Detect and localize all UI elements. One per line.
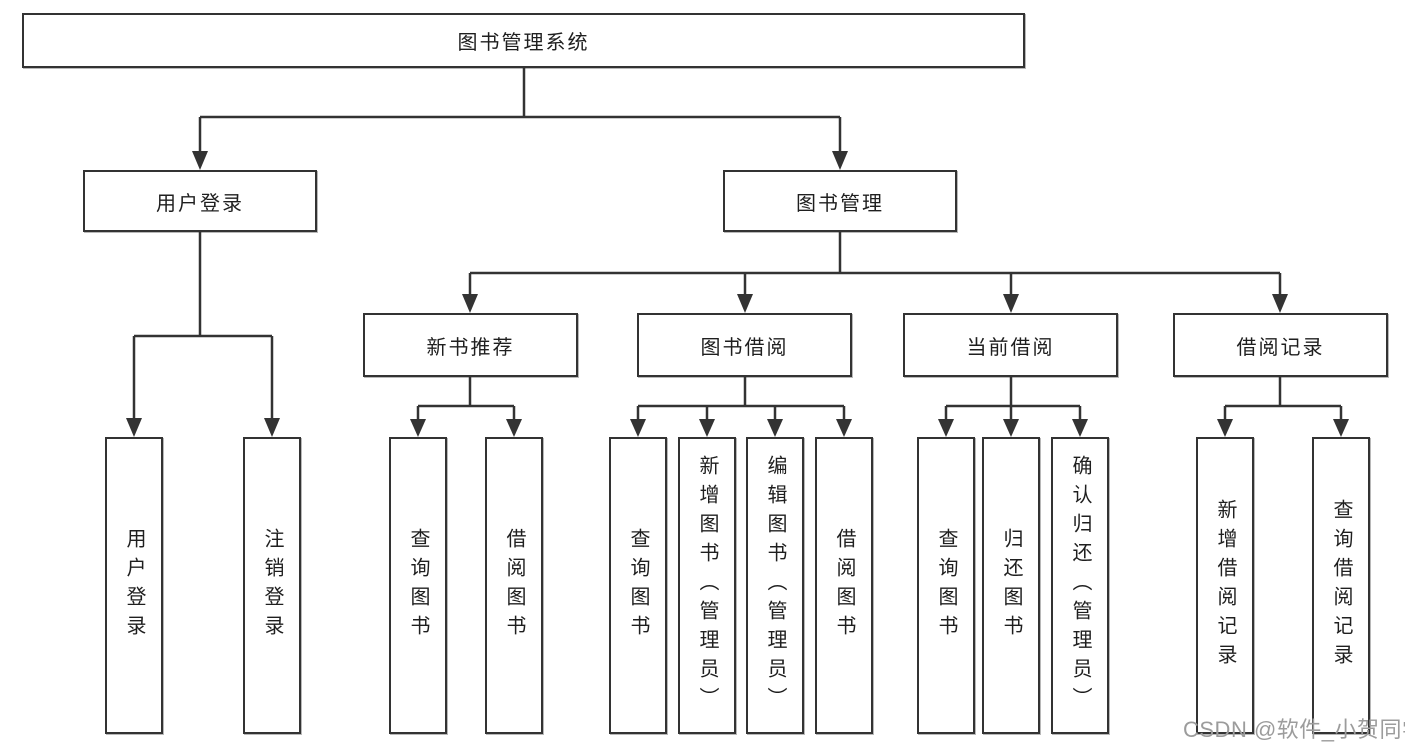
- leaf-confirm-return-admin-label: 确认归还（管理员）: [1069, 455, 1091, 716]
- leaf-query-books-1: 查询图书: [389, 437, 447, 734]
- leaf-return-books: 归还图书: [982, 437, 1040, 734]
- leaf-query-books-1-label: 查询图书: [407, 527, 429, 644]
- node-book-management: 图书管理: [723, 170, 957, 232]
- leaf-edit-books-admin: 编辑图书（管理员）: [746, 437, 804, 734]
- node-root-system: 图书管理系统: [22, 13, 1025, 68]
- leaf-logout: 注销登录: [243, 437, 301, 734]
- node-book-borrow-label: 图书借阅: [700, 336, 789, 359]
- leaf-confirm-return-admin: 确认归还（管理员）: [1051, 437, 1109, 734]
- node-current-borrow: 当前借阅: [903, 313, 1118, 377]
- leaf-query-books-3: 查询图书: [917, 437, 975, 734]
- node-current-borrow-label: 当前借阅: [966, 336, 1055, 359]
- leaf-return-books-label: 归还图书: [1000, 527, 1022, 644]
- leaf-edit-books-admin-label: 编辑图书（管理员）: [764, 455, 786, 716]
- leaf-add-borrow-record: 新增借阅记录: [1196, 437, 1254, 734]
- node-user-login: 用户登录: [83, 170, 317, 232]
- node-borrow-records: 借阅记录: [1173, 313, 1388, 377]
- leaf-user-login: 用户登录: [105, 437, 163, 734]
- node-book-borrow: 图书借阅: [637, 313, 852, 377]
- leaf-user-login-label: 用户登录: [123, 527, 145, 644]
- leaf-add-borrow-record-label: 新增借阅记录: [1214, 498, 1236, 673]
- leaf-borrow-books-2: 借阅图书: [815, 437, 873, 734]
- leaf-query-books-3-label: 查询图书: [935, 527, 957, 644]
- leaf-borrow-books-1-label: 借阅图书: [503, 527, 525, 644]
- node-root-system-label: 图书管理系统: [457, 32, 590, 54]
- leaf-query-books-2-label: 查询图书: [627, 527, 649, 644]
- leaf-borrow-books-1: 借阅图书: [485, 437, 543, 734]
- leaf-query-borrow-record-label: 查询借阅记录: [1330, 498, 1352, 673]
- node-user-login-label: 用户登录: [156, 192, 244, 215]
- node-new-book-recommend-label: 新书推荐: [426, 336, 515, 359]
- node-borrow-records-label: 借阅记录: [1236, 336, 1325, 359]
- node-book-management-label: 图书管理: [796, 192, 884, 215]
- leaf-query-books-2: 查询图书: [609, 437, 667, 734]
- csdn-watermark: CSDN @软件_小贺同学: [1183, 717, 1405, 742]
- leaf-add-books-admin-label: 新增图书（管理员）: [696, 455, 718, 716]
- leaf-query-borrow-record: 查询借阅记录: [1312, 437, 1370, 734]
- leaf-logout-label: 注销登录: [261, 527, 283, 644]
- node-new-book-recommend: 新书推荐: [363, 313, 578, 377]
- leaf-add-books-admin: 新增图书（管理员）: [678, 437, 736, 734]
- leaf-borrow-books-2-label: 借阅图书: [833, 527, 855, 644]
